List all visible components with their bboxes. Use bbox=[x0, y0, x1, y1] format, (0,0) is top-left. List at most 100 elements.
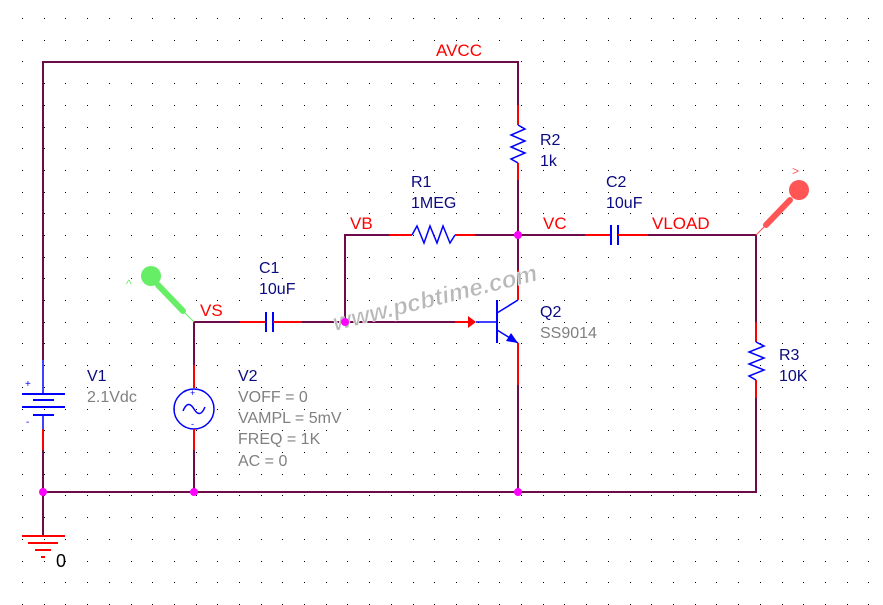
grid-dot bbox=[543, 452, 544, 453]
grid-dot bbox=[847, 409, 848, 410]
grid-dot bbox=[65, 148, 66, 149]
ground-symbol[interactable]: 0 bbox=[22, 535, 66, 571]
grid-dot bbox=[738, 409, 739, 410]
grid-dot bbox=[391, 40, 392, 41]
grid-dot bbox=[868, 495, 869, 496]
grid-dot bbox=[87, 127, 88, 128]
net-label-vc[interactable]: VC bbox=[543, 214, 567, 233]
grid-dot bbox=[369, 474, 370, 475]
grid-dot bbox=[673, 539, 674, 540]
grid-dot bbox=[608, 18, 609, 19]
grid-dot bbox=[152, 561, 153, 562]
grid-dot bbox=[499, 257, 500, 258]
grid-dot bbox=[44, 235, 45, 236]
grid-dot bbox=[586, 387, 587, 388]
resistor-r2[interactable]: R2 1k bbox=[509, 105, 561, 180]
grid-dot bbox=[413, 278, 414, 279]
grid-dot bbox=[847, 582, 848, 583]
grid-dot bbox=[413, 474, 414, 475]
voltage-probe-output[interactable]: > bbox=[755, 164, 809, 236]
grid-dot bbox=[87, 170, 88, 171]
grid-dot bbox=[261, 582, 262, 583]
dc-source-v1[interactable]: + - V1 2.1Vdc bbox=[22, 207, 137, 450]
wire-ground-bus[interactable] bbox=[43, 435, 757, 493]
grid-dot bbox=[131, 170, 132, 171]
grid-dot bbox=[868, 300, 869, 301]
grid-dot bbox=[868, 105, 869, 106]
grid-dot bbox=[825, 409, 826, 410]
grid-dot bbox=[478, 387, 479, 388]
grid-dot bbox=[630, 517, 631, 518]
grid-dot bbox=[87, 387, 88, 388]
grid-dot bbox=[499, 105, 500, 106]
grid-dot bbox=[174, 278, 175, 279]
grid-dot bbox=[586, 148, 587, 149]
grid-dot bbox=[434, 18, 435, 19]
grid-dot bbox=[521, 409, 522, 410]
capacitor-c1[interactable]: C1 10uF bbox=[240, 260, 302, 332]
wire-avcc[interactable] bbox=[42, 61, 519, 207]
grid-dot bbox=[282, 170, 283, 171]
wire-vb[interactable] bbox=[344, 234, 389, 322]
grid-dot bbox=[44, 105, 45, 106]
grid-dot bbox=[868, 235, 869, 236]
grid-dot bbox=[196, 365, 197, 366]
grid-dot bbox=[44, 517, 45, 518]
grid-dot bbox=[347, 278, 348, 279]
grid-dot bbox=[651, 170, 652, 171]
net-label-avcc[interactable]: AVCC bbox=[436, 41, 482, 60]
grid-dot bbox=[630, 452, 631, 453]
grid-dot bbox=[478, 300, 479, 301]
grid-dot bbox=[760, 452, 761, 453]
grid-dot bbox=[521, 18, 522, 19]
grid-dot bbox=[109, 474, 110, 475]
grid-dot bbox=[65, 365, 66, 366]
grid-dot bbox=[586, 582, 587, 583]
grid-dot bbox=[760, 105, 761, 106]
grid-dot bbox=[673, 430, 674, 431]
grid-dot bbox=[803, 365, 804, 366]
c2-ref: C2 bbox=[606, 174, 627, 191]
grid-dot bbox=[803, 495, 804, 496]
grid-dot bbox=[456, 387, 457, 388]
voltage-probe-input[interactable]: ^ bbox=[126, 266, 195, 323]
grid-dot bbox=[847, 127, 848, 128]
sine-source-v2[interactable]: + - V2 VOFF = 0 VAMPL = 5mV FREQ = 1K AC… bbox=[173, 365, 342, 470]
wire-vs[interactable] bbox=[193, 321, 240, 388]
capacitor-c2[interactable]: C2 10uF bbox=[585, 174, 648, 245]
grid-dot bbox=[65, 278, 66, 279]
grid-dot bbox=[608, 409, 609, 410]
grid-dot bbox=[630, 322, 631, 323]
grid-dot bbox=[109, 452, 110, 453]
grid-dot bbox=[716, 18, 717, 19]
net-label-vload[interactable]: VLOAD bbox=[652, 214, 710, 233]
grid-dot bbox=[65, 582, 66, 583]
grid-dot bbox=[304, 343, 305, 344]
grid-dot bbox=[716, 40, 717, 41]
grid-dot bbox=[608, 127, 609, 128]
grid-dot bbox=[499, 409, 500, 410]
wire-vload[interactable] bbox=[648, 234, 757, 322]
resistor-r1[interactable]: R1 1MEG bbox=[389, 174, 475, 246]
resistor-r3[interactable]: R3 10K bbox=[746, 322, 808, 440]
grid-dot bbox=[782, 517, 783, 518]
grid-dot bbox=[261, 539, 262, 540]
grid-dot bbox=[825, 452, 826, 453]
grid-dot bbox=[760, 257, 761, 258]
grid-dot bbox=[369, 257, 370, 258]
grid-dot bbox=[434, 365, 435, 366]
net-label-vb[interactable]: VB bbox=[350, 214, 373, 233]
grid-dot bbox=[109, 365, 110, 366]
grid-dot bbox=[22, 18, 23, 19]
net-label-vs[interactable]: VS bbox=[200, 301, 223, 320]
grid-dot bbox=[326, 40, 327, 41]
v1-value: 2.1Vdc bbox=[87, 389, 137, 406]
grid-dot bbox=[152, 192, 153, 193]
grid-dot bbox=[608, 148, 609, 149]
transistor-q2[interactable]: Q2 SS9014 bbox=[455, 270, 597, 385]
grid-dot bbox=[196, 235, 197, 236]
grid-dot bbox=[65, 105, 66, 106]
grid-dot bbox=[651, 474, 652, 475]
grid-dot bbox=[782, 105, 783, 106]
